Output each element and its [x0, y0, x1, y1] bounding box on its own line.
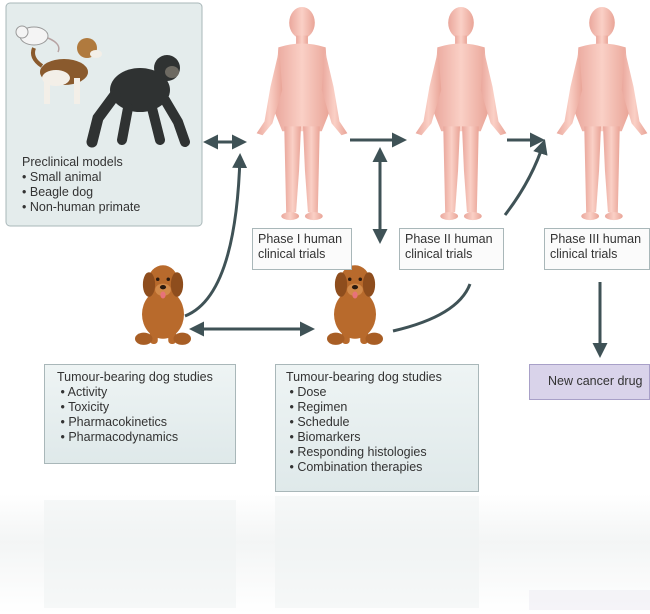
reflection-box-1: [44, 500, 236, 608]
beagle-dog-icon: [31, 38, 102, 104]
phase-3-label-line2: clinical trials: [550, 247, 618, 261]
dog-study-1-title: Tumour-bearing dog studies: [57, 370, 213, 384]
preclinical-title: Preclinical models: [22, 155, 123, 169]
curve-dog2-phase2: [392, 283, 472, 333]
human-figure-phase-2: [415, 6, 507, 221]
dog-study-2-box: Tumour-bearing dog studies • Dose • Regi…: [275, 364, 479, 492]
phase-1-label-line1: Phase I human: [258, 232, 343, 246]
preclinical-item: • Beagle dog: [22, 185, 94, 199]
mouse-icon: [15, 25, 60, 53]
reflection-box-3: [529, 590, 650, 610]
dog-study-2-item: • Schedule: [286, 415, 350, 429]
preclinical-item: • Non-human primate: [22, 200, 141, 214]
dog-study-2-item: • Regimen: [286, 400, 348, 414]
dog-study-1-item: • Activity: [57, 385, 108, 399]
phase-1-label-line2: clinical trials: [258, 247, 326, 261]
dog-study-1-item: • Toxicity: [57, 400, 110, 414]
phase-3-box: Phase III human clinical trials: [544, 228, 650, 270]
dog-study-2-title: Tumour-bearing dog studies: [286, 370, 442, 384]
human-figure-phase-1: [256, 6, 348, 221]
arrow-dog2-phase3: [503, 139, 548, 216]
dog-study-1-item: • Pharmacodynamics: [57, 430, 179, 444]
new-cancer-drug-label: New cancer drug: [548, 374, 643, 388]
preclinical-text: Preclinical models • Small animal • Beag…: [22, 155, 140, 215]
new-cancer-drug-box: New cancer drug: [529, 364, 650, 400]
chimpanzee-icon: [86, 55, 190, 148]
dog-study-2-item: • Combination therapies: [286, 460, 423, 474]
phase-2-label-line2: clinical trials: [405, 247, 473, 261]
phase-3-label-line1: Phase III human: [550, 232, 642, 246]
dog-study-2-item: • Biomarkers: [286, 430, 361, 444]
dog-study-1-item: • Pharmacokinetics: [57, 415, 167, 429]
phase-2-box: Phase II human clinical trials: [399, 228, 504, 270]
dog-study-2-item: • Dose: [286, 385, 327, 399]
preclinical-item: • Small animal: [22, 170, 102, 184]
reflection-box-2: [275, 496, 479, 608]
golden-retriever-icon-1: [135, 265, 191, 345]
golden-retriever-icon-2: [327, 265, 383, 345]
dog-study-1-box: Tumour-bearing dog studies • Activity • …: [44, 364, 236, 464]
phase-1-box: Phase I human clinical trials: [252, 228, 352, 270]
dog-study-2-item: • Responding histologies: [286, 445, 427, 459]
human-figure-phase-3: [556, 6, 648, 221]
arrow-dog1-phase1: [184, 153, 248, 318]
phase-2-label-line1: Phase II human: [405, 232, 493, 246]
